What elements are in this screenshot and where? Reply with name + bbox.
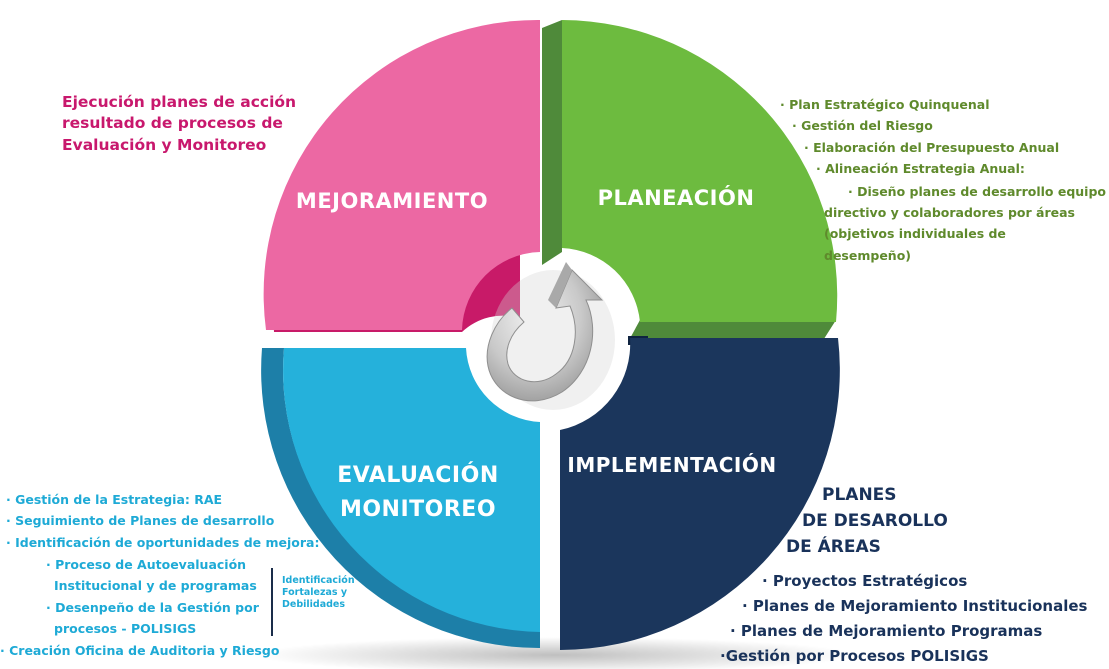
mejoramiento-line: Evaluación y Monitoreo [62, 135, 267, 154]
implementacion-item: · Proyectos Estratégicos [762, 572, 968, 590]
implementacion-item: ·Gestión por Procesos POLISIGS [720, 647, 989, 665]
side-note-line: Fortalezas y [282, 586, 348, 598]
evaluacion-item: · Gestión de la Estrategia: RAE [6, 492, 223, 507]
evaluacion-item: · Seguimiento de Planes de desarrollo [6, 513, 275, 528]
implementacion-item: · Planes de Mejoramiento Institucionales [742, 597, 1088, 615]
quadrant-label-mejoramiento: MEJORAMIENTO [296, 189, 488, 213]
planeacion-item: · Alineación Estrategia Anual: [816, 161, 1025, 176]
planeacion-item: directivo y colaboradores por áreas [824, 205, 1075, 220]
planeacion-item: · Plan Estratégico Quinquenal [780, 97, 990, 112]
implementacion-heading-line: PLANES [822, 485, 897, 505]
planeacion-segment [562, 20, 838, 322]
planeacion-item: (objetivos individuales de [824, 226, 1006, 241]
mejoramiento-line: resultado de procesos de [62, 114, 283, 133]
evaluacion-item: · Desenpeño de la Gestión por [46, 600, 259, 615]
evaluacion-side-note: Identificación Fortalezas y Debilidades [282, 575, 355, 611]
cycle-arrow-icon [486, 262, 615, 410]
evaluacion-segment [283, 348, 540, 632]
side-note-line: Identificación [282, 575, 355, 586]
planeacion-segment-side [542, 20, 562, 265]
implementacion-item: · Planes de Mejoramiento Programas [730, 622, 1043, 640]
quadrant-label-planeacion: PLANEACIÓN [598, 185, 755, 210]
implementacion-segment [560, 338, 840, 650]
wheel-shadow [255, 637, 855, 669]
evaluacion-item: · Identificación de oportunidades de mej… [6, 535, 320, 550]
evaluacion-item: · Proceso de Autoevaluación [46, 557, 247, 572]
planeacion-item: · Diseño planes de desarrollo equipo [848, 184, 1107, 199]
side-note-line: Debilidades [282, 598, 346, 610]
evaluacion-item: · Creación Oficina de Auditoria y Riesgo [0, 643, 280, 658]
side-note-divider [271, 568, 273, 636]
quadrant-label-evaluacion: EVALUACIÓN [337, 462, 498, 488]
implementacion-heading-line: DE ÁREAS [786, 537, 881, 557]
planeacion-item: · Gestión del Riesgo [792, 118, 933, 133]
mejoramiento-description: Ejecución planes de acción resultado de … [62, 92, 296, 156]
quadrant-label-implementacion: IMPLEMENTACIÓN [567, 453, 776, 477]
evaluacion-item: Institucional y de programas [54, 578, 257, 593]
mejoramiento-line: Ejecución planes de acción [62, 93, 297, 111]
planeacion-segment-side-bottom [628, 320, 836, 342]
evaluacion-item: procesos - POLISIGS [54, 621, 197, 636]
planeacion-item: desempeño) [824, 248, 911, 263]
planeacion-item: · Elaboración del Presupuesto Anual [804, 140, 1060, 155]
mejoramiento-segment [263, 19, 540, 330]
implementacion-heading-line: DE DESAROLLO [802, 511, 948, 531]
quadrant-label-monitoreo: MONITOREO [340, 497, 496, 522]
